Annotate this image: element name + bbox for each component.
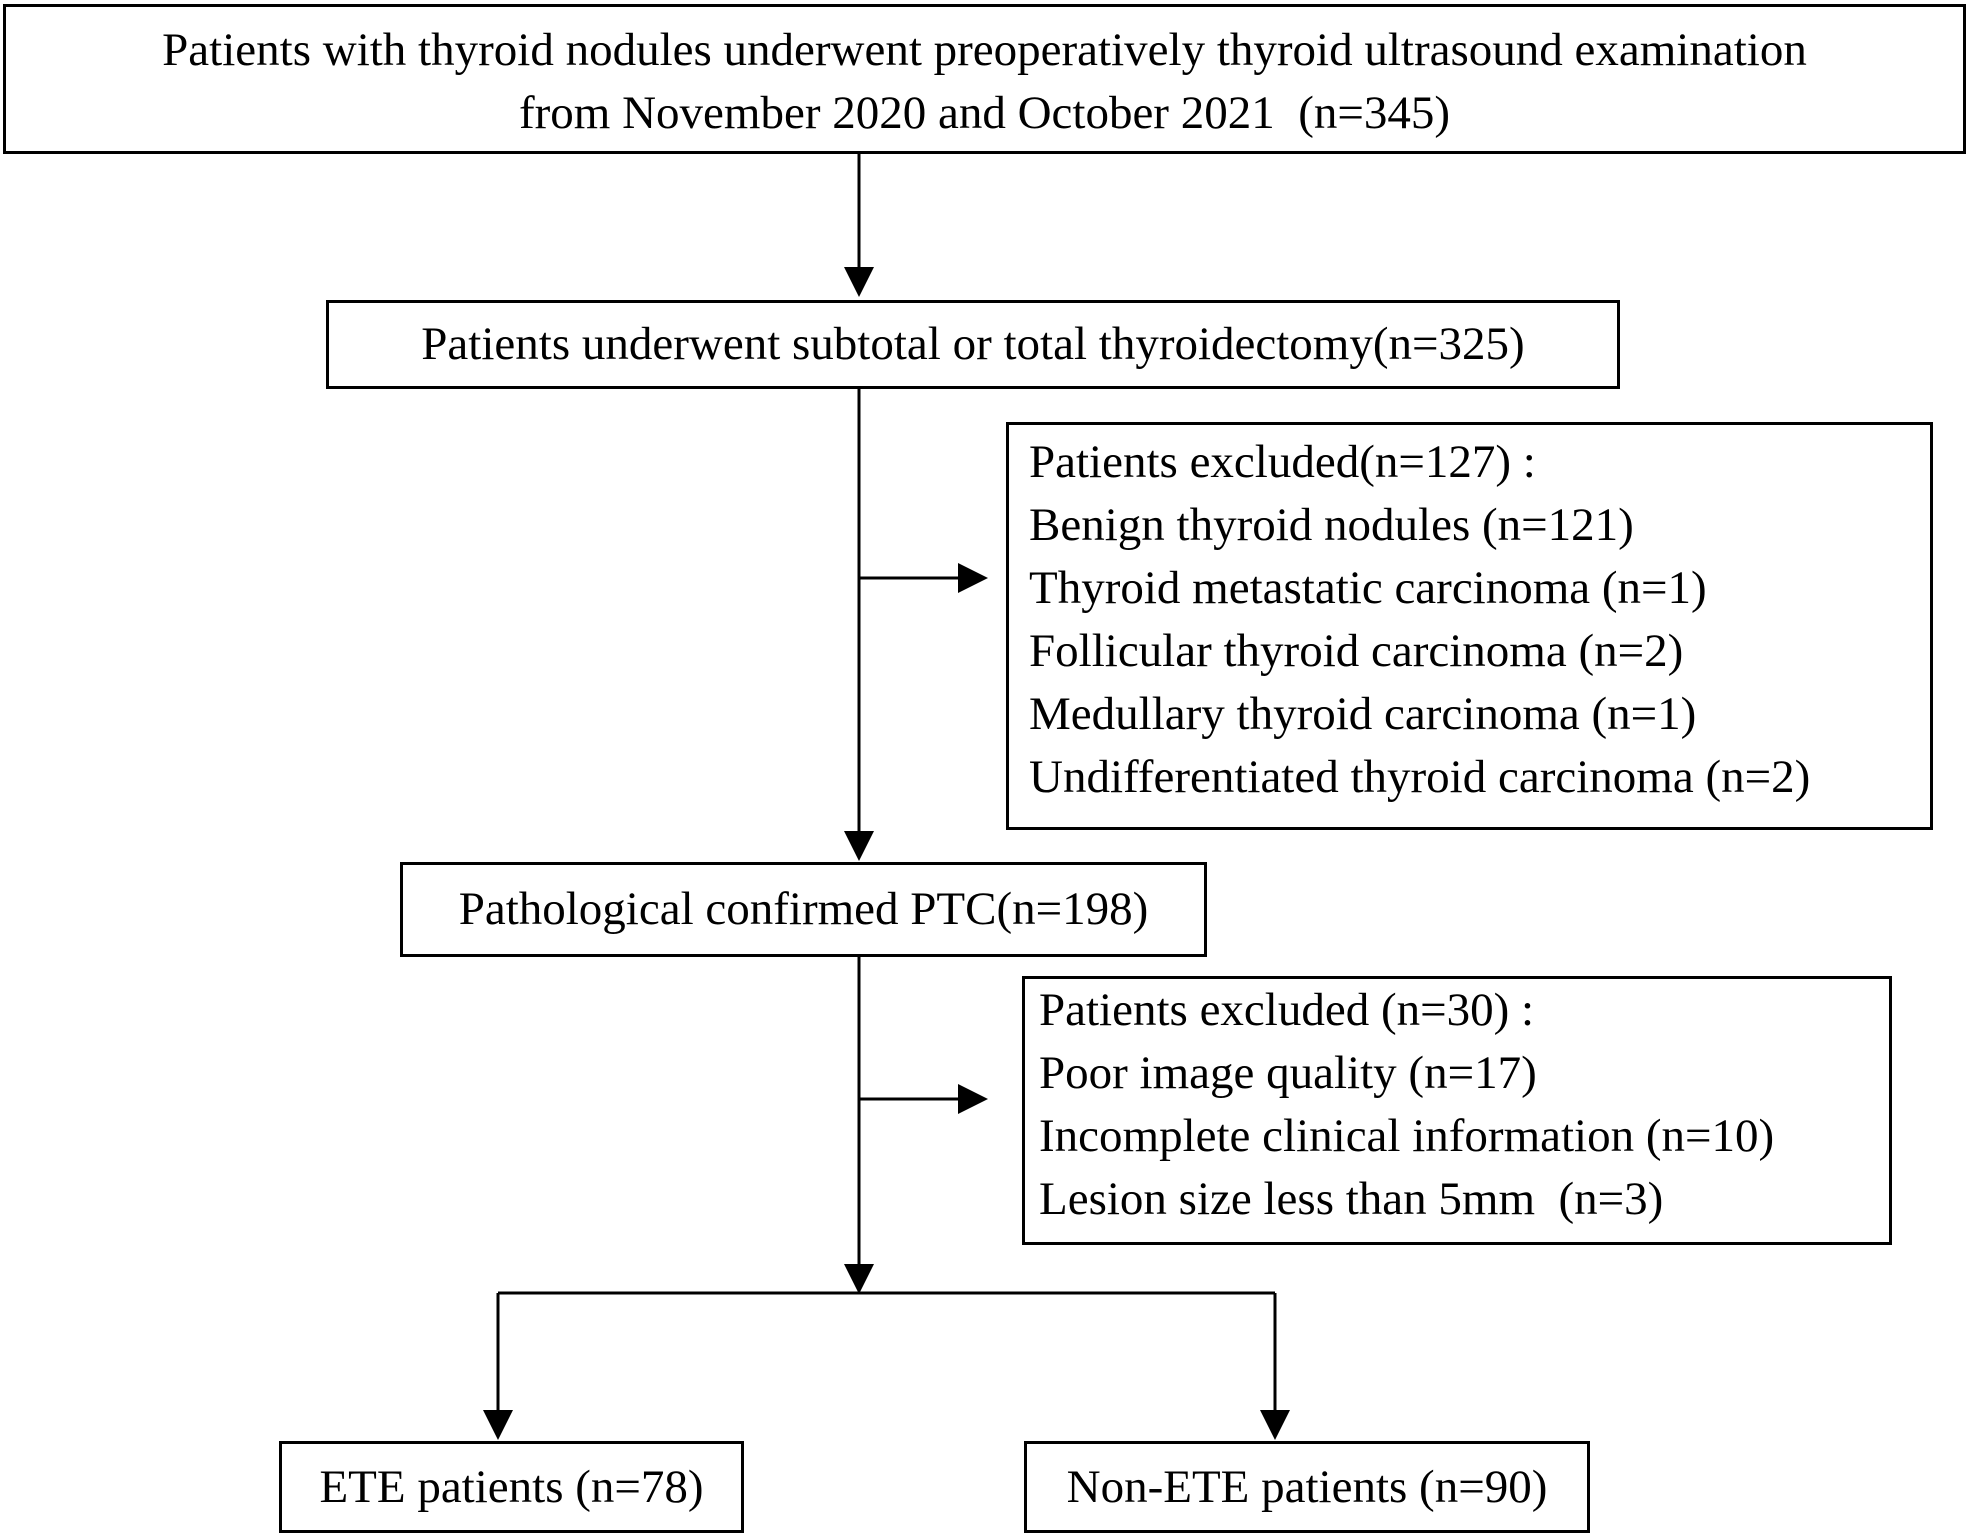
exclusion-2-title: Patients excluded (n=30) :: [1039, 984, 1535, 1036]
non-ete-box-text: Non-ETE patients (n=90): [1066, 1461, 1548, 1513]
surgery-box: Patients underwent subtotal or total thy…: [326, 300, 1620, 389]
ptc-box: Pathological confirmed PTC(n=198): [400, 862, 1207, 957]
ete-box-text: ETE patients (n=78): [319, 1461, 704, 1513]
exclusion-1-item: Thyroid metastatic carcinoma (n=1): [1029, 562, 1707, 614]
exclusion-2-item: Incomplete clinical information (n=10): [1039, 1110, 1775, 1162]
ptc-box-text: Pathological confirmed PTC(n=198): [458, 883, 1149, 935]
surgery-box-text: Patients underwent subtotal or total thy…: [421, 318, 1525, 370]
top-box-line-2: from November 2020 and October 2021 (n=3…: [518, 87, 1451, 139]
exclusion-1-item: Undifferentiated thyroid carcinoma (n=2): [1029, 751, 1811, 803]
exclusion-box-1: Patients excluded(n=127) : Benign thyroi…: [1006, 422, 1933, 830]
exclusion-2-item: Poor image quality (n=17): [1039, 1047, 1537, 1099]
exclusion-box-2: Patients excluded (n=30) : Poor image qu…: [1022, 976, 1892, 1245]
exclusion-1-item: Medullary thyroid carcinoma (n=1): [1029, 688, 1697, 740]
exclusion-1-item: Benign thyroid nodules (n=121): [1029, 499, 1634, 551]
exclusion-2-item: Lesion size less than 5mm (n=3): [1039, 1173, 1664, 1225]
top-box: Patients with thyroid nodules underwent …: [3, 4, 1966, 154]
exclusion-1-item: Follicular thyroid carcinoma (n=2): [1029, 625, 1684, 677]
exclusion-1-title: Patients excluded(n=127) :: [1029, 436, 1536, 488]
ete-box: ETE patients (n=78): [279, 1441, 744, 1533]
top-box-line-1: Patients with thyroid nodules underwent …: [162, 24, 1807, 76]
non-ete-box: Non-ETE patients (n=90): [1024, 1441, 1590, 1533]
